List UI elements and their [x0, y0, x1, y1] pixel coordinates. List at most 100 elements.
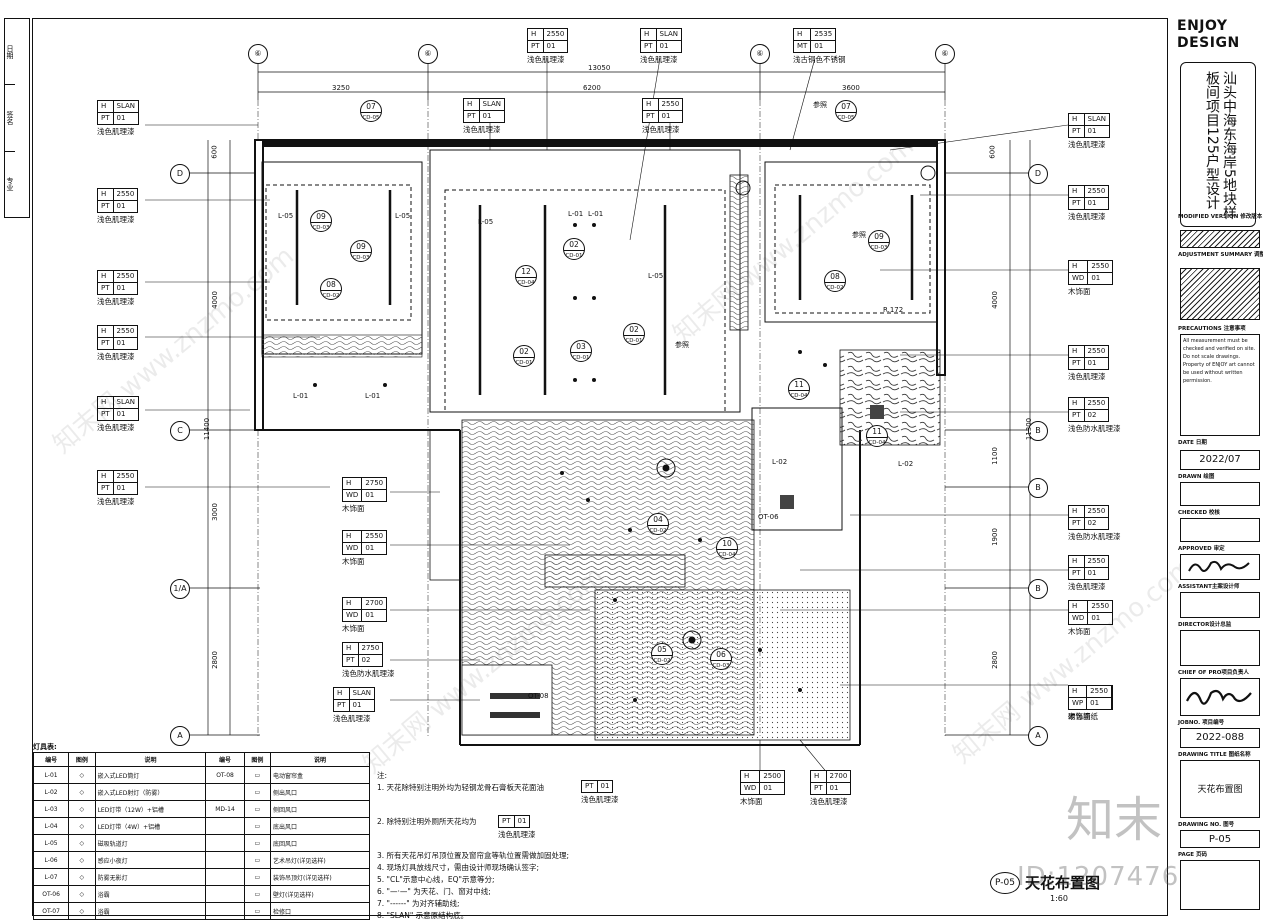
tag-caption: 浅色肌理漆 [498, 830, 536, 839]
grid-axis-marker: ⑥ [248, 44, 268, 64]
tag-number: 01 [810, 40, 837, 53]
dimension-text: 2800 [210, 651, 219, 669]
tag-height-key: H [333, 687, 350, 700]
tag-height-value: SLAN [655, 28, 683, 41]
tag-number: 01 [1083, 567, 1110, 580]
tag-caption: 木饰面 [740, 797, 763, 806]
grid-axis-marker: C [170, 421, 190, 441]
legend-header: 图例 [68, 752, 96, 767]
tag-number: 01 [542, 40, 569, 53]
tag-height-key: H [341, 477, 363, 490]
jobno-value: 2022-088 [1180, 728, 1260, 748]
legend-row: L-02◇嵌入式LED射灯（防雾）▭侧出风口 [32, 783, 370, 801]
note-item: 3. 所有天花吊灯吊顶位置及窗帘盒等轨位置需做加固处理; [377, 851, 570, 860]
tag-height-key: H [463, 98, 480, 111]
legend-header: 说明 [270, 752, 370, 767]
tag-height-key: H [342, 642, 359, 655]
callout-ref: CD-03 [312, 225, 330, 231]
legend-symbol-icon: ◇ [68, 834, 96, 852]
legend-desc: 磁吸轨道灯 [94, 834, 207, 852]
tag-material: WD [739, 782, 761, 795]
tag-material: WD [341, 542, 363, 555]
legend-code: MD-14 [205, 800, 245, 818]
legend-symbol-icon: ◇ [68, 868, 96, 886]
legend-code: L-03 [32, 800, 70, 818]
legend-desc: 嵌入式LED射灯（防雾） [94, 783, 207, 801]
leader-lines [145, 57, 1069, 781]
fixture-label: L-05 [278, 212, 294, 220]
tag-caption: 浅色肌理漆 [97, 497, 135, 506]
drawing-no-label: DRAWING NO. 图号 [1178, 822, 1235, 828]
tag-number: 01 [1086, 697, 1112, 710]
tag-caption: 浅色肌理漆 [97, 423, 135, 432]
legend-code: L-02 [32, 783, 70, 801]
legend-symbol-icon: ◇ [68, 902, 96, 920]
drawing-no-value: P-05 [1180, 830, 1260, 848]
tag-height-key: H [1067, 600, 1089, 613]
stone-ceiling-zone [839, 349, 941, 446]
tag-height-key: H [341, 597, 363, 610]
cabinet [429, 429, 461, 581]
tag-number: 01 [361, 609, 388, 622]
legend-code: OT-06 [32, 885, 70, 903]
tag-material: WD [341, 489, 363, 502]
notes-heading: 注: [377, 771, 388, 780]
tag-material: PT [97, 282, 114, 295]
dimension-text: 6200 [583, 84, 601, 92]
note-item: 6. "—·—" 为天花、门、窗对中线; [377, 887, 491, 896]
tag-material: PT [810, 782, 827, 795]
tag-material: WD [1067, 272, 1089, 285]
callout-number: 09 [351, 241, 371, 253]
legend-code: L-04 [32, 817, 70, 835]
fixture-label: L-02 [772, 458, 788, 466]
grid-axis-marker: D [1028, 164, 1048, 184]
jobno-label: JOBNO. 项目编号 [1178, 720, 1225, 726]
callout-ref: CD-01 [572, 355, 590, 361]
legend-row: OT-06◇浴霸▭壁灯(详见选样) [32, 885, 370, 903]
tag-height-value: 2535 [810, 28, 837, 41]
exhaust-fan [870, 405, 884, 419]
tag-height-value: 2550 [112, 188, 139, 201]
tag-caption: 浅色肌理漆 [640, 55, 678, 64]
tag-caption: 浅色肌理漆 [1068, 212, 1106, 221]
tag-material: PT [642, 110, 659, 123]
callout-number: 03 [571, 341, 591, 353]
callout-ref: CD-01 [515, 360, 533, 366]
tag-height-key: H [527, 28, 544, 41]
tag-material: PT [527, 40, 544, 53]
pendant-lights [656, 165, 936, 650]
callout-ref: CD-04 [517, 280, 535, 286]
tag-caption: 浅色肌理漆 [527, 55, 565, 64]
legend-code [205, 885, 245, 903]
tag-height-value: 2550 [112, 270, 139, 283]
tag-caption: 浅色肌理漆 [642, 125, 680, 134]
legend-symbol-icon: ▭ [243, 783, 272, 801]
legend-desc: 艺术吊灯(详见选样) [270, 851, 370, 869]
callout-ref: CD-02 [653, 658, 671, 664]
tag-height-value: 2550 [1087, 600, 1114, 613]
tag-number: 01 [1083, 357, 1110, 370]
tag-material: PT [498, 815, 515, 828]
callout-number: 06 [711, 649, 731, 661]
tag-height-value: 2700 [825, 770, 852, 783]
vent-strip [490, 693, 540, 699]
legend-code: L-07 [32, 868, 70, 886]
tag-caption: 木饰面 [1068, 287, 1091, 296]
callout-ref: CD-04 [790, 393, 808, 399]
tag-height-value: 2550 [1083, 185, 1110, 198]
tag-number: 01 [759, 782, 786, 795]
legend-desc: 底回风口 [270, 834, 370, 852]
tag-material: PT [1068, 567, 1085, 580]
tag-caption: 浅色肌理漆 [97, 127, 135, 136]
